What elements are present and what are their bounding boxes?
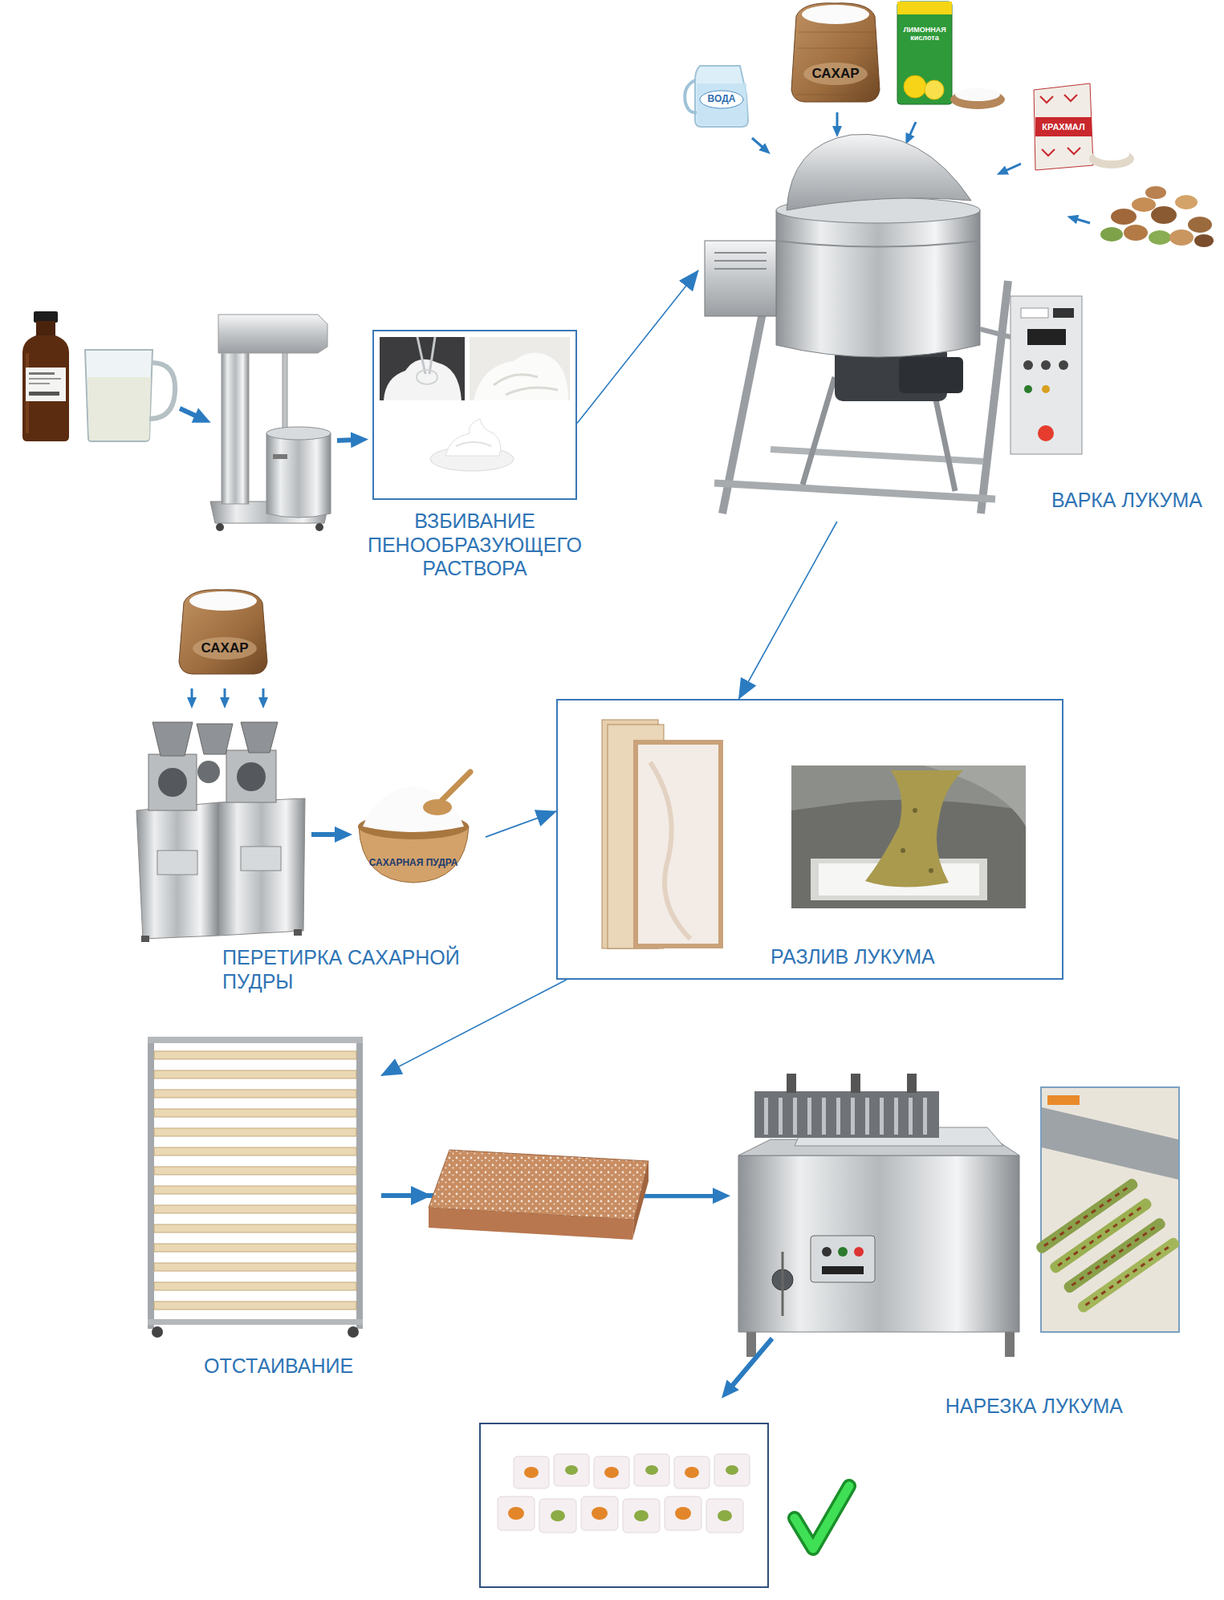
flow-arrow — [485, 811, 557, 838]
package-label: ЛИМОННАЯ кислота — [899, 26, 950, 43]
process-step: ВАРКА ЛУКУМА — [698, 140, 1212, 522]
step-caption: РАЗЛИВ ЛУКУМА — [770, 945, 936, 970]
flow-arrow — [577, 270, 699, 424]
bowl-label: САХАРНАЯ ПУДРА — [369, 858, 459, 869]
process-box: ВЗБИВАНИЕ ПЕНООБРАЗУЮЩЕГО РАСТВОРА — [372, 329, 578, 501]
flow-arrow — [381, 980, 567, 1076]
ingredient-label: САХАР — [811, 66, 859, 82]
package-label: КРАХМАЛ — [1041, 121, 1085, 132]
process-step: ОТСТАИВАНИЕ — [140, 1031, 382, 1385]
process-box: РАЗЛИВ ЛУКУМА — [556, 699, 1064, 981]
step-caption: ВЗБИВАНИЕ ПЕНООБРАЗУЮЩЕГО РАСТВОРА — [350, 509, 600, 582]
step-caption: НАРЕЗКА ЛУКУМА — [945, 1394, 1123, 1420]
process-step: ПЕРЕТИРКА САХАРНОЙ ПУДРЫ — [128, 714, 486, 997]
flow-arrow — [739, 521, 838, 700]
ingredient-label: САХАР — [200, 641, 249, 657]
step-caption: ОТСТАИВАНИЕ — [203, 1354, 354, 1379]
ingredient-label: ВОДА — [707, 93, 737, 105]
process-step: НАРЕЗКА ЛУКУМА — [730, 1067, 1184, 1425]
step-caption: ПЕРЕТИРКА САХАРНОЙ ПУДРЫ — [222, 946, 480, 994]
step-caption: ВАРКА ЛУКУМА — [1051, 488, 1203, 513]
